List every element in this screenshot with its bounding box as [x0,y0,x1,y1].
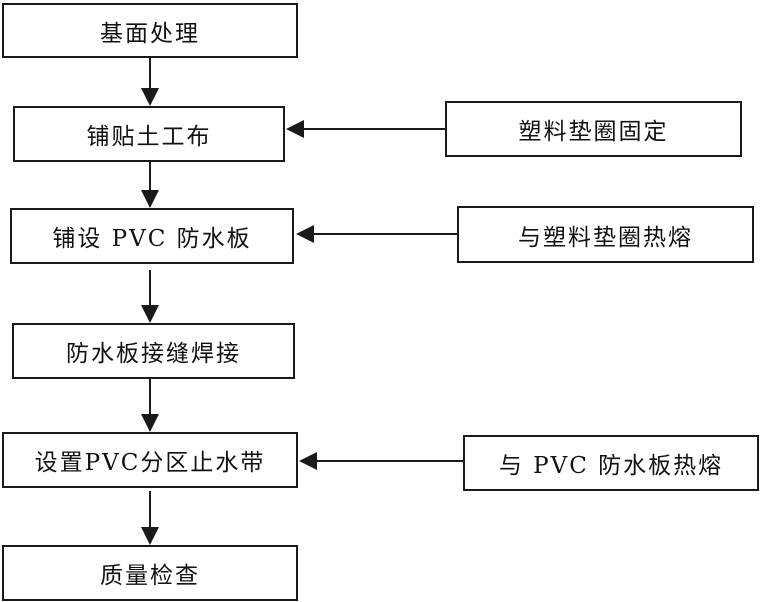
step-label: 铺贴土工布 [86,124,212,150]
arrow-b1-to-b2 [141,58,159,106]
step-label: 设置PVC分区止水带 [34,450,266,476]
side-plastic-washer-fixing: 塑料垫圈固定 [445,101,742,157]
arrowhead-down-icon [141,190,159,208]
arrow-b3-to-b4 [141,270,159,323]
arrowhead-down-icon [141,527,159,545]
arrowhead-left-icon [296,225,314,243]
arrow-r1-to-b2 [286,120,445,138]
step-label: 基面处理 [100,20,200,47]
arrowhead-left-icon [286,120,304,138]
arrow-b5-to-b6 [141,491,159,545]
side-label: 塑料垫圈固定 [518,119,669,145]
step-lay-geotextile: 铺贴土工布 [13,106,285,162]
step-label: 铺设 PVC 防水板 [52,226,252,252]
arrow-b4-to-b5 [141,379,159,432]
arrowhead-down-icon [141,88,159,106]
step-base-treatment: 基面处理 [2,3,298,58]
arrowhead-down-icon [141,305,159,323]
step-seam-welding: 防水板接缝焊接 [12,323,295,379]
side-heat-fuse-with-washer: 与塑料垫圈热熔 [457,206,754,263]
arrow-b2-to-b3 [141,162,159,208]
step-install-pvc-waterstop: 设置PVC分区止水带 [2,432,298,488]
side-heat-fuse-with-pvc-board: 与 PVC 防水板热熔 [463,435,759,491]
step-quality-inspection: 质量检查 [2,545,298,601]
step-lay-pvc-waterproof-board: 铺设 PVC 防水板 [10,208,294,264]
side-label: 与塑料垫圈热熔 [518,224,693,251]
arrowhead-left-icon [299,452,317,470]
step-label: 质量检查 [100,563,200,589]
arrow-r2-to-b3 [296,225,457,243]
arrowhead-down-icon [141,414,159,432]
step-label: 防水板接缝焊接 [66,341,241,367]
arrow-r3-to-b5 [299,452,463,470]
side-label: 与 PVC 防水板热熔 [498,453,724,479]
